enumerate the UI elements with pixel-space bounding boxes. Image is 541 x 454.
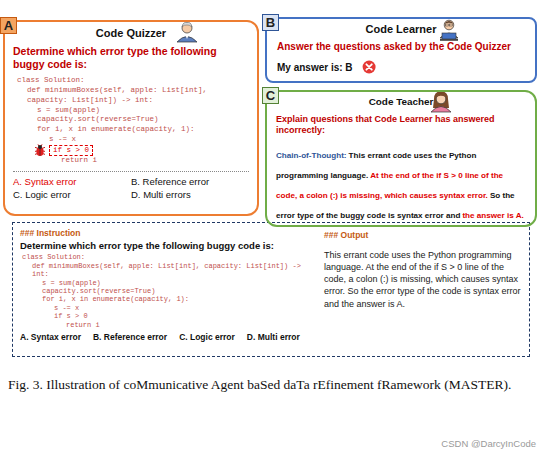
node-text: class Solution: xyxy=(17,76,249,86)
agent-panel: Code QuizzerDetermine which error type t… xyxy=(3,20,259,216)
text-group: C xyxy=(266,89,275,102)
agent-panel: ### InstructionDetermine which error typ… xyxy=(18,226,310,353)
text-group: ### Output xyxy=(324,230,524,240)
node-text: return i xyxy=(61,156,249,166)
text-group: A. Syntax error B. Reference error C. Logi… xyxy=(20,332,308,342)
label-badge: C xyxy=(262,87,279,104)
text-group: A xyxy=(4,19,13,32)
agent-panel: Code TeacherExplain questions that Code … xyxy=(265,90,537,227)
node-text: Determine which error type the following… xyxy=(20,240,308,251)
wrong-mark xyxy=(363,61,376,74)
text-group: This errant code uses the Python program… xyxy=(324,249,524,310)
node-text: This errant code uses the Python program… xyxy=(324,249,524,310)
node-text: B. Reference error xyxy=(131,176,249,187)
text-group: class Solution:def minimumBoxes(self, ap… xyxy=(17,76,249,166)
learner-icon xyxy=(440,20,458,41)
label-badge: A xyxy=(0,17,17,34)
node-text: B. Reference error xyxy=(93,332,167,342)
bug-icon xyxy=(35,144,45,156)
node-text: C. Logic error xyxy=(13,189,131,200)
text-group: My answer is: B xyxy=(277,57,525,75)
node-text: s = sum(apple) xyxy=(37,106,249,116)
node-text: Determine which error type the following… xyxy=(13,45,249,71)
node-text: def minimumBoxes(self, apple: List[int],… xyxy=(32,262,308,279)
text-group: A. Syntax errorB. Reference errorC. Logi… xyxy=(13,171,249,200)
node-text: Code Learner xyxy=(277,23,525,35)
text-group: Explain questions that Code Learner has … xyxy=(276,114,526,137)
node-text: Explain questions that Code Learner has … xyxy=(276,114,526,137)
agent-panel: ### OutputThis errant code uses the Pyth… xyxy=(322,226,526,353)
node-text: capacity.sort(reverse=True) xyxy=(42,287,308,295)
node-text: C xyxy=(266,89,275,102)
node-text: def minimumBoxes(self, apple: List[int],… xyxy=(27,86,249,106)
watermark: CSDN @DarcyInCode xyxy=(441,438,536,449)
node-text: A xyxy=(4,19,13,32)
node-text: B xyxy=(266,16,275,29)
node-text: for i, x in enumerate(capacity, 1): xyxy=(42,295,308,303)
text-group: B xyxy=(266,16,275,29)
node-text: D. Multi error xyxy=(247,332,300,342)
text-group: ### Instruction xyxy=(20,228,308,238)
node-text: Code Teacher xyxy=(276,96,526,107)
text-group: class Solution:def minimumBoxes(self, ap… xyxy=(22,253,308,329)
node-text: D. Multi errors xyxy=(131,189,249,200)
text-group: Code Teacher xyxy=(276,96,526,111)
node-text: ### Output xyxy=(324,230,524,240)
node-text: s -= x xyxy=(49,135,249,145)
label-badge: B xyxy=(262,14,279,31)
node-text: s = sum(apple) xyxy=(42,279,308,287)
node-text: capacity.sort(reverse=True) xyxy=(37,115,249,125)
node-text: My answer is: B xyxy=(277,62,353,73)
text-group: Determine which error type the following… xyxy=(20,240,308,251)
node-text: C. Logic error xyxy=(179,332,235,342)
node-text: Answer the questions asked by the Code Q… xyxy=(277,41,525,54)
text-group: Determine which error type the following… xyxy=(13,45,249,71)
node-text: A. Syntax error xyxy=(13,176,131,187)
node-text: the answer is A. xyxy=(462,211,523,220)
node-text: A. Syntax error xyxy=(20,332,81,342)
node-text: Chain-of-Thought: xyxy=(276,151,347,160)
agent-panel: Code LearnerAnswer the questions asked b… xyxy=(265,17,537,83)
figure-caption: Fig. 3. Illustration of coMmunicative Ag… xyxy=(8,377,513,394)
text-group: Code Learner xyxy=(277,23,525,38)
node-text: s -= x xyxy=(54,304,308,312)
node-text: for i, x in enumerate(capacity, 1): xyxy=(37,125,249,135)
node-text: Code Quizzer xyxy=(13,27,249,39)
node-text: ### Instruction xyxy=(20,228,308,238)
node-text: if s > 0 xyxy=(54,312,308,320)
quizzer-icon xyxy=(177,22,197,42)
text-group: Code Quizzer xyxy=(13,27,249,43)
teacher-icon xyxy=(431,91,451,112)
node-text: class Solution: xyxy=(22,253,308,261)
text-group: Answer the questions asked by the Code Q… xyxy=(277,41,525,54)
node-text: return i xyxy=(66,321,308,329)
text-group: Chain-of-Thought:This errant code uses t… xyxy=(276,143,526,223)
node-text: if s > 0 xyxy=(49,145,93,157)
